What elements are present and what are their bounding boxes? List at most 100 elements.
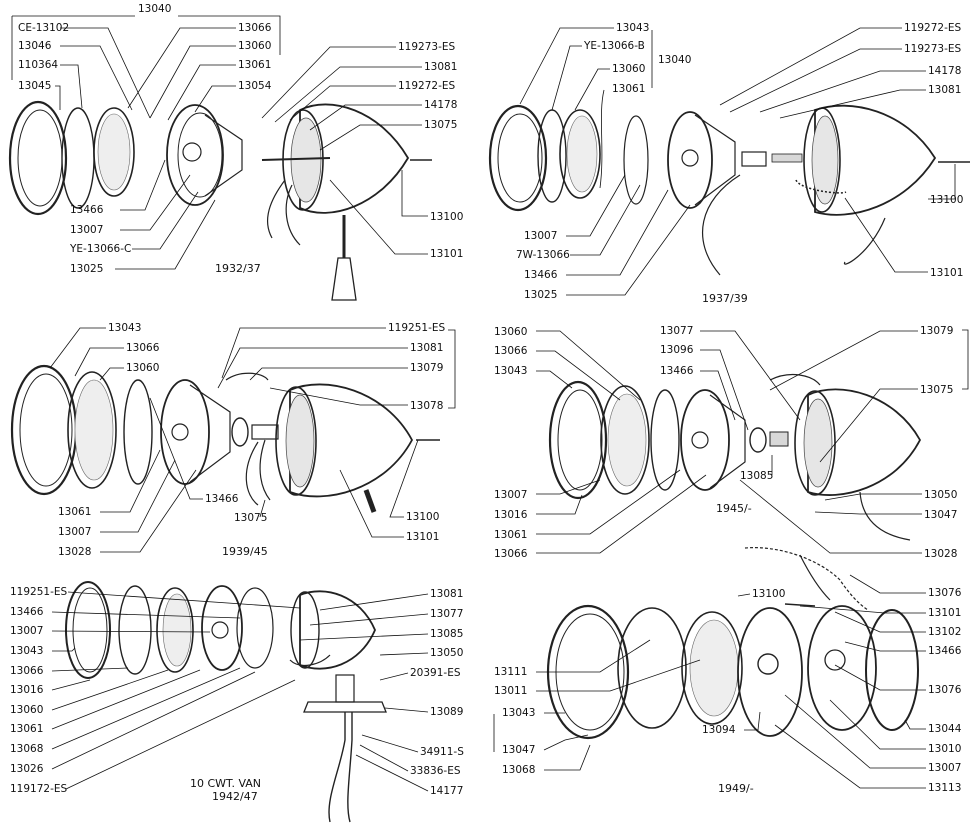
lens-glass <box>93 107 135 197</box>
panel-1945: 13060 13066 13043 13077 13096 13466 1307… <box>494 325 969 560</box>
wiring-harness <box>702 174 886 276</box>
front-rim-ring <box>8 100 68 216</box>
label-13028-p4: 13028 <box>924 548 957 560</box>
label-13076-p6a: 13076 <box>928 587 962 599</box>
label-13100-p3: 13100 <box>406 511 439 523</box>
headlamp-body-shell <box>290 590 376 670</box>
reflector-unit <box>201 585 274 671</box>
label-13060-p4: 13060 <box>494 326 527 338</box>
label-13025-p2: 13025 <box>524 289 557 301</box>
label-13085-p5: 13085 <box>430 628 463 640</box>
label-119251-es-p5: 119251-ES <box>10 586 68 598</box>
label-13045: 13045 <box>18 80 51 92</box>
label-13007-p2: 13007 <box>524 230 557 242</box>
label-13047-p6: 13047 <box>502 744 535 756</box>
label-13016-p5: 13016 <box>10 684 44 696</box>
front-rim-ring <box>548 380 608 500</box>
label-13061-p1: 13061 <box>238 59 271 71</box>
label-13101-p2: 13101 <box>930 267 963 279</box>
label-13085-p4: 13085 <box>740 470 773 482</box>
label-13102-p6: 13102 <box>928 626 961 638</box>
wiring-harness <box>266 179 301 246</box>
caption-10cwt-van: 10 CWT. VAN <box>190 777 261 790</box>
label-13066-p1: 13066 <box>238 22 272 34</box>
caption-1939-45: 1939/45 <box>222 545 268 558</box>
mounting-bracket <box>331 215 357 301</box>
label-13025-p1: 13025 <box>70 263 103 275</box>
reflector-unit <box>166 104 243 206</box>
label-13028-p3: 13028 <box>58 546 91 558</box>
label-13054: 13054 <box>238 80 272 92</box>
bulb-holder <box>749 427 789 453</box>
label-13066-p4b: 13066 <box>494 548 528 560</box>
label-119172-es: 119172-ES <box>10 783 68 795</box>
front-rim-ring <box>65 581 111 679</box>
label-13060-p1: 13060 <box>238 40 271 52</box>
label-13081-p3: 13081 <box>410 342 443 354</box>
panel-10cwt-van: 119251-ES 13466 13007 13043 13066 13016 … <box>10 581 464 823</box>
mounting-bracket <box>303 674 387 713</box>
reflector-unit <box>737 607 803 737</box>
label-ye-13066-c: YE-13066-C <box>69 243 131 255</box>
label-13094: 13094 <box>702 724 736 736</box>
lens-glass <box>600 385 650 495</box>
label-13466-p5: 13466 <box>10 606 44 618</box>
lens-glass <box>156 587 194 673</box>
label-13077-p5: 13077 <box>430 608 463 620</box>
label-13040-p2: 13040 <box>658 54 691 66</box>
wiring-harness <box>289 654 353 823</box>
label-13043-p4: 13043 <box>494 365 527 377</box>
label-13466-p3: 13466 <box>205 493 239 505</box>
label-110364: 110364 <box>18 59 58 71</box>
headlamp-body-shell <box>275 383 414 513</box>
label-13016-p4: 13016 <box>494 509 528 521</box>
reflector-unit <box>160 379 231 485</box>
label-20391-es: 20391-ES <box>410 667 461 679</box>
label-13100-p1: 13100 <box>430 211 463 223</box>
label-7w-13066: 7W-13066 <box>516 249 570 261</box>
wiring-harness <box>225 372 271 506</box>
panel-1937-39: 13043 YE-13066-B 13040 13060 13061 11927… <box>488 22 970 305</box>
panel-1939-45: 13043 13066 13060 119251-ES 13081 13079 … <box>10 322 456 558</box>
label-13066-p4a: 13066 <box>494 345 528 357</box>
retaining-ring <box>650 389 680 491</box>
caption-1945: 1945/- <box>716 502 752 515</box>
label-13100-p6: 13100 <box>752 588 785 600</box>
label-13466-p6: 13466 <box>928 645 962 657</box>
label-13007-p5: 13007 <box>10 625 43 637</box>
label-13043-p2: 13043 <box>616 22 649 34</box>
label-13061-p4: 13061 <box>494 529 527 541</box>
gasket-ring <box>623 115 649 205</box>
bulb-holder <box>741 151 803 167</box>
label-13043-p6: 13043 <box>502 707 535 719</box>
caption-1937-39: 1937/39 <box>702 292 748 305</box>
lens-glass <box>67 371 117 489</box>
label-13096: 13096 <box>660 344 694 356</box>
label-119272-es-p2: 119272-ES <box>904 22 962 34</box>
headlamp-body-shell <box>807 605 877 731</box>
label-13046: 13046 <box>18 40 52 52</box>
label-13466-p4: 13466 <box>660 365 694 377</box>
label-13010: 13010 <box>928 743 961 755</box>
label-13089: 13089 <box>430 706 463 718</box>
lens-glass <box>681 611 743 725</box>
label-13081-p5: 13081 <box>430 588 463 600</box>
retaining-ring <box>123 379 153 485</box>
label-13075-p3: 13075 <box>234 512 267 524</box>
label-13076-p6b: 13076 <box>928 684 962 696</box>
panel-1949: 13076 13100 13101 13102 13466 13076 1304… <box>493 547 962 795</box>
label-13060-p2: 13060 <box>612 63 645 75</box>
label-ye-13066-b: YE-13066-B <box>583 40 645 52</box>
label-13068-p5: 13068 <box>10 743 43 755</box>
label-13026: 13026 <box>10 763 44 775</box>
label-13081-p1: 13081 <box>424 61 457 73</box>
label-13061-p5: 13061 <box>10 723 43 735</box>
label-13011: 13011 <box>494 685 527 697</box>
label-13060-p5: 13060 <box>10 704 43 716</box>
label-13060-p3: 13060 <box>126 362 159 374</box>
label-13466-p1: 13466 <box>70 204 104 216</box>
label-13007-p4: 13007 <box>494 489 527 501</box>
label-13101-p3: 13101 <box>406 531 439 543</box>
